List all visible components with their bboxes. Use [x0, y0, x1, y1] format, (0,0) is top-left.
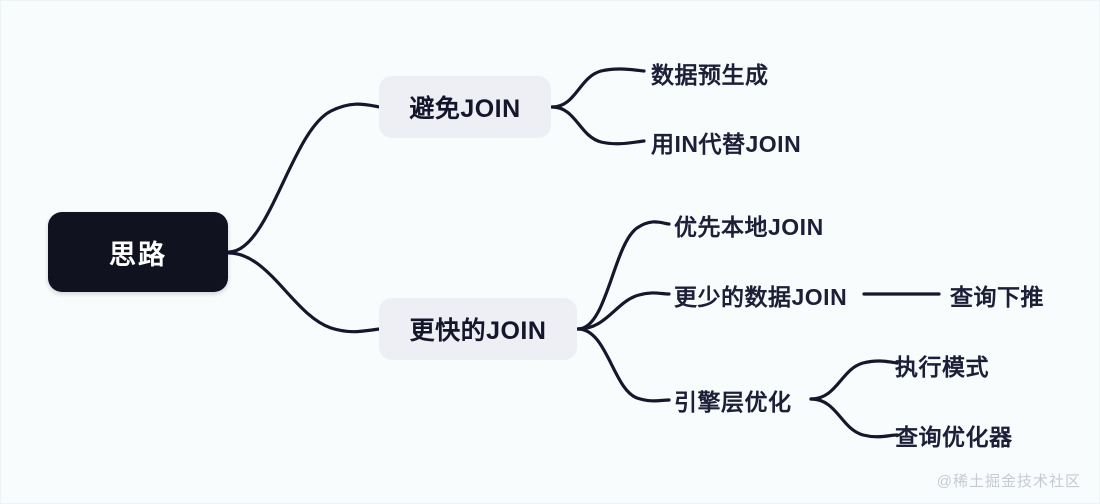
- mindmap-node-query-optimizer[interactable]: 查询优化器: [895, 418, 1045, 452]
- mindmap-node-query-optimizer-label: 查询优化器: [895, 424, 1013, 450]
- mindmap-node-use-in-instead-of-join[interactable]: 用IN代替JOIN: [651, 125, 826, 159]
- mindmap-node-engine-layer-optimization-label: 引擎层优化: [674, 389, 792, 415]
- edge-faster-join-to-engine-layer: [576, 327, 671, 403]
- mindmap-node-prefer-local-join[interactable]: 优先本地JOIN: [674, 208, 849, 242]
- mindmap-node-avoid-join[interactable]: 避免JOIN: [379, 76, 551, 138]
- edge-avoid-join-to-use-in: [550, 105, 646, 146]
- mindmap-node-query-pushdown-label: 查询下推: [950, 284, 1044, 310]
- edge-avoid-join-to-pre-generate-data: [550, 67, 646, 109]
- edge-root-to-avoid-join: [227, 102, 382, 254]
- mindmap-node-pre-generate-data-label: 数据预生成: [651, 62, 769, 88]
- mindmap-node-root[interactable]: 思路: [48, 212, 228, 292]
- mindmap-node-faster-join-label: 更快的JOIN: [409, 317, 547, 345]
- mindmap-node-root-label: 思路: [109, 239, 167, 270]
- edge-root-to-faster-join: [227, 251, 382, 334]
- mindmap-node-execution-mode-label: 执行模式: [895, 354, 989, 380]
- mindmap-node-less-data-join-label: 更少的数据JOIN: [674, 284, 848, 310]
- mindmap-node-pre-generate-data[interactable]: 数据预生成: [651, 56, 801, 90]
- mindmap-node-use-in-instead-of-join-label: 用IN代替JOIN: [651, 131, 802, 157]
- mindmap-node-engine-layer-optimization[interactable]: 引擎层优化: [674, 383, 824, 417]
- edge-faster-join-to-prefer-local-join: [576, 220, 671, 331]
- mindmap-node-faster-join[interactable]: 更快的JOIN: [379, 298, 577, 360]
- mindmap-node-execution-mode[interactable]: 执行模式: [895, 348, 1015, 382]
- mindmap-node-query-pushdown[interactable]: 查询下推: [950, 278, 1070, 312]
- mindmap-node-less-data-join[interactable]: 更少的数据JOIN: [674, 278, 869, 312]
- watermark: @稀土掘金技术社区: [936, 473, 1081, 490]
- mindmap-node-avoid-join-label: 避免JOIN: [409, 95, 521, 123]
- edge-faster-join-to-less-data-join: [576, 291, 671, 331]
- mindmap-node-prefer-local-join-label: 优先本地JOIN: [674, 214, 824, 240]
